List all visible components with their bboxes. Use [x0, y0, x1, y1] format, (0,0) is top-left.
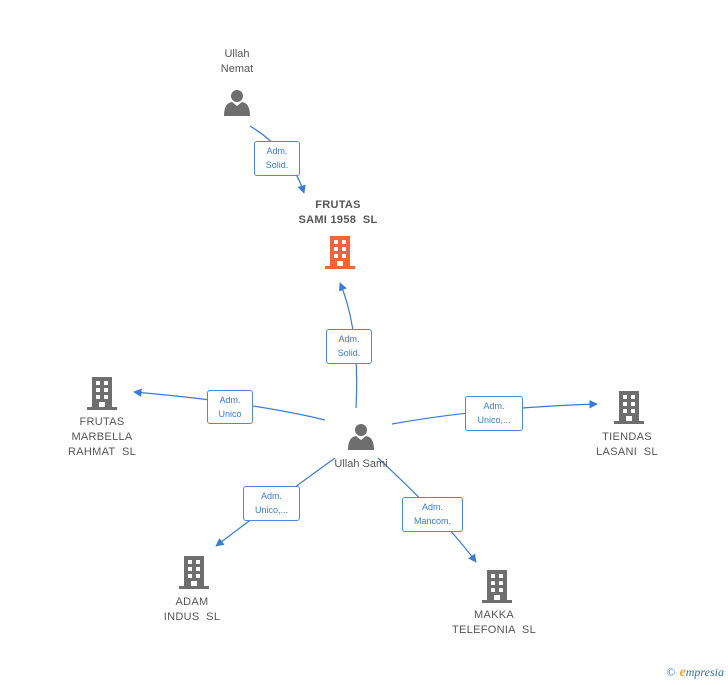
- brand-logo-initial: e: [679, 665, 686, 680]
- edge-label-sami-to-frutas-marbella[interactable]: Adm. Unico: [207, 390, 253, 424]
- building-icon-frutas-marbella[interactable]: [87, 377, 117, 410]
- node-label-line: SAMI 1958 SL: [298, 214, 378, 226]
- edge-label-sami-to-tiendas-lasani[interactable]: Adm. Unico,...: [465, 396, 523, 431]
- brand-footer: ©empresia: [666, 665, 724, 681]
- edge-label-line: Adm.: [260, 491, 282, 501]
- person-icon-ullah-sami[interactable]: [348, 424, 374, 450]
- node-label-line: MAKKA: [473, 609, 514, 621]
- node-label-ullah-sami[interactable]: Ullah Sami: [311, 457, 411, 472]
- node-label-line: MARBELLA: [71, 431, 133, 443]
- node-label-line: INDUS SL: [163, 611, 221, 623]
- node-label-line: TIENDAS: [602, 431, 652, 443]
- node-label-line: FRUTAS: [79, 416, 125, 428]
- edge-label-sami-to-makka-telefonia[interactable]: Adm. Mancom.: [402, 497, 463, 532]
- edge-label-line: Mancom.: [413, 516, 451, 526]
- node-label-line: Ullah: [224, 48, 250, 60]
- edge-label-line: Adm.: [266, 146, 288, 156]
- edge-label-sami-to-adam-indus[interactable]: Adm. Unico,...: [243, 486, 300, 521]
- node-label-frutas-sami[interactable]: FRUTAS SAMI 1958 SL: [278, 198, 398, 228]
- node-label-line: FRUTAS: [315, 199, 361, 211]
- edge-label-line: Solid.: [337, 348, 361, 358]
- copyright-icon: ©: [666, 665, 676, 679]
- edge-label-nemat-to-frutas-sami[interactable]: Adm. Solid.: [254, 141, 300, 176]
- node-label-tiendas-lasani[interactable]: TIENDAS LASANI SL: [577, 430, 677, 460]
- node-label-line: Nemat: [220, 63, 254, 75]
- building-icon-adam-indus[interactable]: [179, 556, 209, 589]
- edge-label-line: Adm.: [483, 401, 505, 411]
- edge-label-line: Unico: [218, 409, 242, 419]
- node-label-line: LASANI SL: [596, 446, 658, 458]
- node-label-adam-indus[interactable]: ADAM INDUS SL: [142, 595, 242, 625]
- building-icon-tiendas-lasani[interactable]: [614, 391, 644, 424]
- building-icon-makka-telefonia[interactable]: [482, 570, 512, 603]
- node-label-line: TELEFONIA SL: [452, 624, 536, 636]
- node-label-ullah-nemat[interactable]: Ullah Nemat: [197, 47, 277, 77]
- node-label-frutas-marbella[interactable]: FRUTAS MARBELLA RAHMAT SL: [52, 415, 152, 460]
- building-icon-frutas-sami-focus[interactable]: [325, 236, 355, 269]
- edge-label-sami-to-frutas-sami[interactable]: Adm. Solid.: [326, 329, 372, 364]
- edge-label-line: Unico,...: [254, 505, 288, 515]
- edge-label-line: Adm.: [219, 395, 241, 405]
- node-label-makka-telefonia[interactable]: MAKKA TELEFONIA SL: [434, 608, 554, 638]
- edge-label-line: Unico,...: [477, 415, 511, 425]
- node-label-line: Ullah Sami: [334, 458, 388, 470]
- brand-logo-text: mpresia: [685, 665, 724, 679]
- edge-label-line: Adm.: [421, 502, 443, 512]
- node-label-line: ADAM: [175, 596, 209, 608]
- node-label-line: RAHMAT SL: [68, 446, 136, 458]
- edge-label-line: Solid.: [265, 160, 289, 170]
- edge-label-line: Adm.: [338, 334, 360, 344]
- person-icon-ullah-nemat[interactable]: [224, 90, 250, 116]
